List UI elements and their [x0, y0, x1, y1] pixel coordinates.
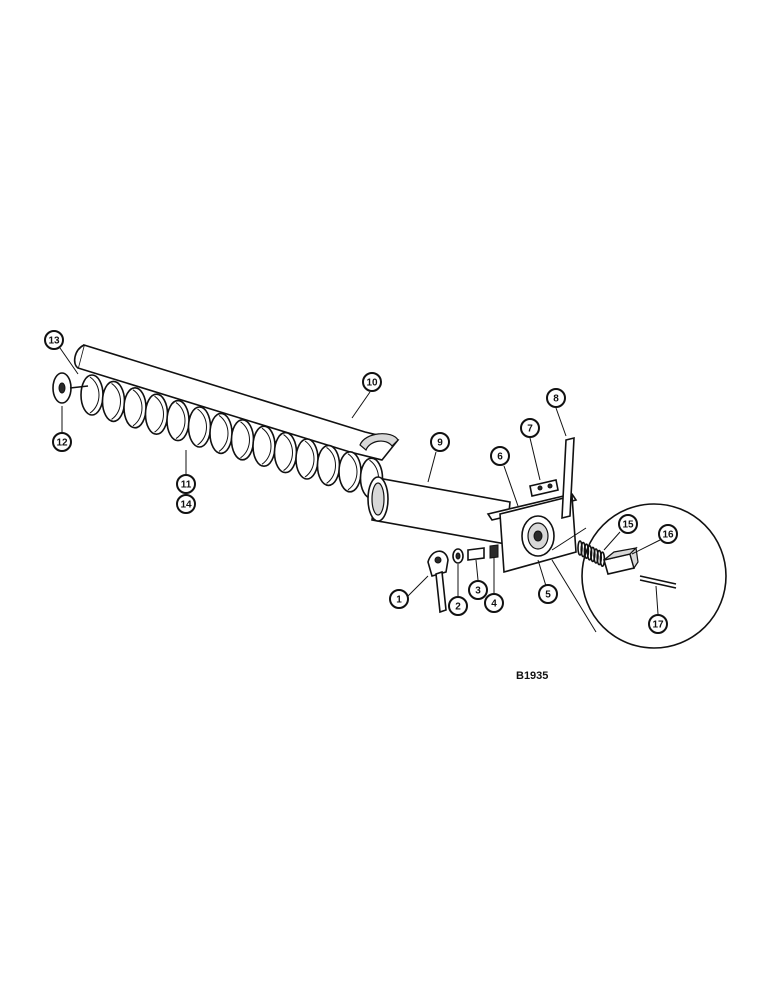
- callout-5: 5: [538, 584, 558, 604]
- callout-16: 16: [658, 524, 678, 544]
- auger-flight: [101, 380, 126, 423]
- callout-6: 6: [490, 446, 510, 466]
- callout-2: 2: [448, 596, 468, 616]
- auger-flight-edge: [283, 434, 293, 472]
- callout-9-label: 9: [437, 438, 443, 449]
- callout-12: 12: [52, 432, 72, 452]
- callout-9: 9: [430, 432, 450, 452]
- auger-flight: [187, 406, 212, 448]
- callout-1: 1: [389, 589, 409, 609]
- callout-13-label: 13: [48, 336, 60, 347]
- callout-17: 17: [648, 614, 668, 634]
- callout-3-label: 3: [475, 586, 481, 597]
- compression-spring: [577, 540, 606, 568]
- auger-flight-edge: [240, 421, 250, 459]
- collar: [489, 544, 499, 559]
- auger-flight-edge: [111, 382, 121, 420]
- auger-flight-edge: [132, 389, 143, 427]
- auger-flight-edge: [89, 376, 100, 414]
- auger-flight: [338, 450, 362, 493]
- callout-7-label: 7: [527, 424, 533, 435]
- trough-cover: [73, 343, 400, 461]
- callout-1-label: 1: [396, 595, 402, 606]
- auger-flight: [166, 399, 190, 442]
- washer: [452, 548, 464, 564]
- auger-flight-edge: [154, 395, 164, 433]
- drawing-code: B1935: [516, 670, 548, 682]
- callout-11-label: 11: [181, 480, 192, 491]
- callout-14-label: 14: [180, 500, 192, 511]
- adjusting-bolt: [639, 575, 677, 589]
- callout-6-label: 6: [497, 452, 503, 463]
- callout-17-label: 17: [652, 620, 664, 631]
- auger-flight: [252, 425, 276, 468]
- auger-flight-edge: [326, 446, 336, 484]
- bushing: [467, 547, 485, 561]
- crank-handle: [427, 550, 449, 614]
- bracket: [529, 479, 559, 497]
- callout-8-label: 8: [553, 394, 559, 405]
- callout-15: 15: [618, 514, 638, 534]
- auger-flight-edge: [261, 427, 272, 465]
- auger-tube: [367, 476, 511, 545]
- callout-2-label: 2: [455, 602, 461, 613]
- callout-3: 3: [468, 580, 488, 600]
- callout-13: 13: [44, 330, 64, 350]
- callout-14: 14: [176, 494, 196, 514]
- callout-15-label: 15: [622, 520, 634, 531]
- callout-7: 7: [520, 418, 540, 438]
- spring-coil: [599, 551, 606, 568]
- callout-4-label: 4: [491, 599, 497, 610]
- callout-16-label: 16: [662, 530, 674, 541]
- callout-8: 8: [546, 388, 566, 408]
- callout-5-label: 5: [545, 590, 551, 601]
- auger-flight: [295, 438, 319, 480]
- auger-flight: [209, 412, 233, 455]
- auger-flight: [230, 418, 255, 461]
- auger-flight-edge: [175, 402, 186, 440]
- callout-4: 4: [484, 593, 504, 613]
- auger-flight: [144, 393, 169, 436]
- callout-10-label: 10: [366, 378, 378, 389]
- auger-flight: [316, 444, 341, 487]
- callout-12-label: 12: [56, 438, 68, 449]
- auger-flight-edge: [304, 440, 315, 478]
- callout-11: 11: [176, 474, 196, 494]
- detail-circle: [551, 503, 727, 649]
- callout-10: 10: [362, 372, 382, 392]
- rod: [561, 436, 575, 520]
- auger-flight-edge: [197, 408, 207, 446]
- bearing-plate: [499, 494, 577, 574]
- end-plate: [52, 372, 89, 404]
- adjuster-block: [602, 546, 639, 575]
- auger-flight: [273, 431, 298, 474]
- auger-flight: [80, 374, 104, 416]
- auger-flight: [123, 386, 147, 429]
- auger-flight-edge: [218, 414, 229, 452]
- leader-lines: [59, 347, 661, 615]
- auger-flight-edge: [347, 453, 358, 491]
